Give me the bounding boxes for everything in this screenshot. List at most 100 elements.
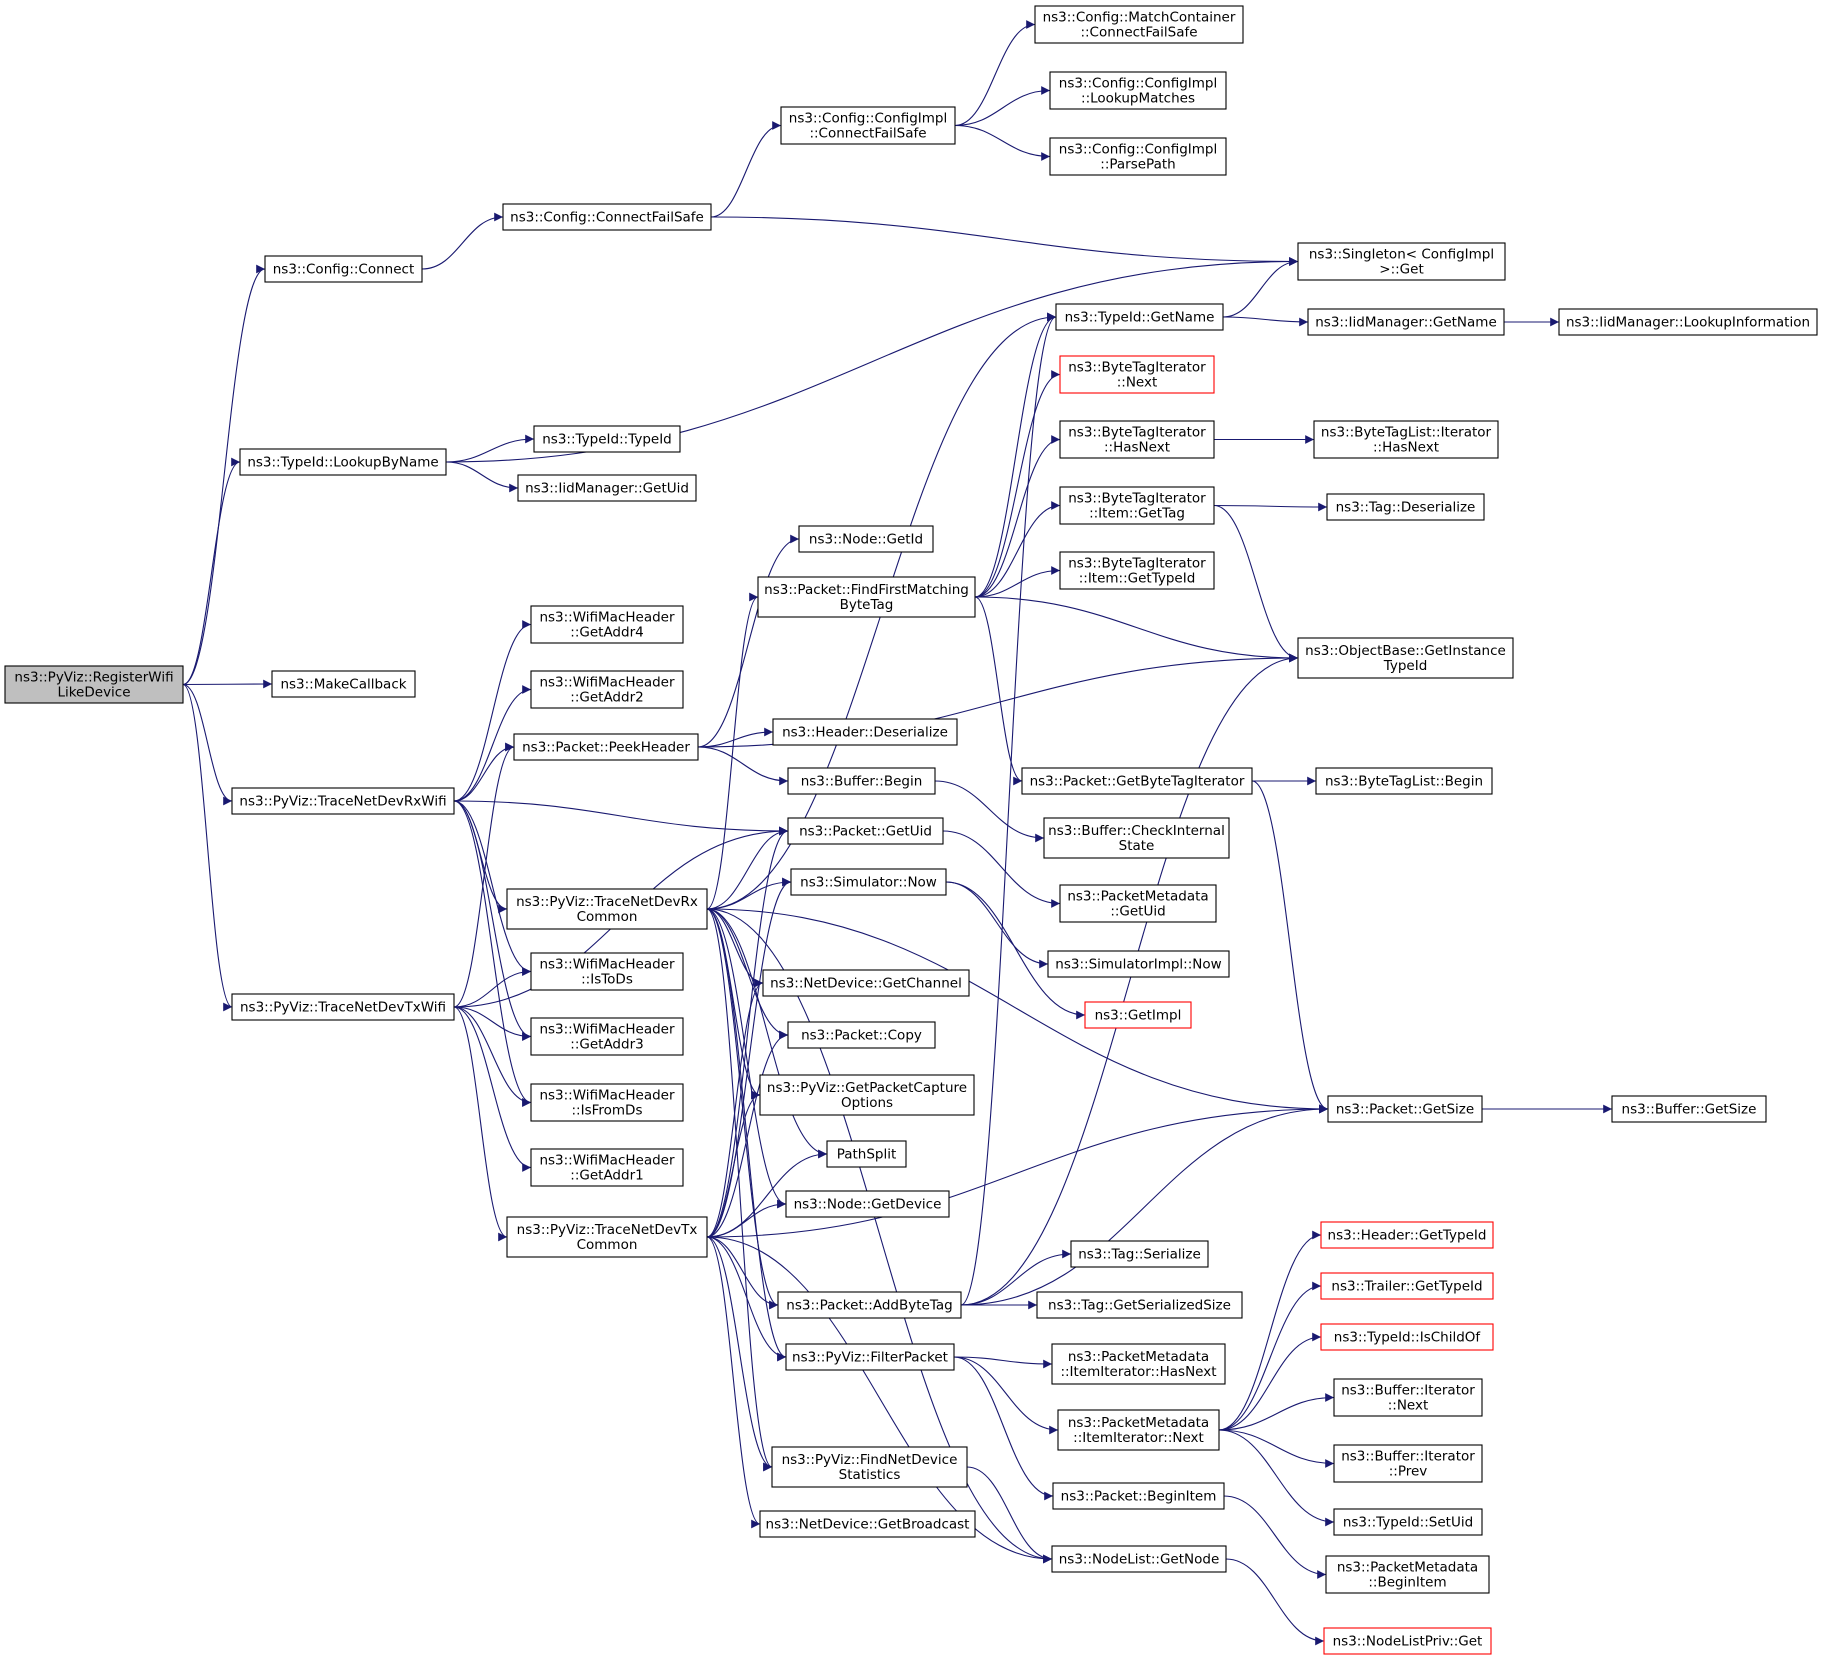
node-bti_item_gettypeid[interactable]: ns3::ByteTagIterator::Item::GetTypeId xyxy=(1059,551,1215,590)
node-getbytetagiterator[interactable]: ns3::Packet::GetByteTagIterator xyxy=(1021,767,1253,795)
node-packet_copy[interactable]: ns3::Packet::Copy xyxy=(787,1021,936,1049)
node-label: ns3::Buffer::Iterator xyxy=(1341,1383,1475,1399)
node-lookupmatches[interactable]: ns3::Config::ConfigImpl::LookupMatches xyxy=(1049,71,1227,110)
edge-rxcommon-to-packet_copy xyxy=(706,908,789,1040)
node-trailer_gettypeid[interactable]: ns3::Trailer::GetTypeId xyxy=(1320,1272,1494,1300)
node-lookupbyname[interactable]: ns3::TypeId::LookupByName xyxy=(239,448,447,476)
edge-rxwifi-to-wmh_getaddr2 xyxy=(453,685,532,802)
node-node_getid[interactable]: ns3::Node::GetId xyxy=(798,525,934,553)
node-nodelist_getnode[interactable]: ns3::NodeList::GetNode xyxy=(1051,1545,1227,1573)
node-getimpl[interactable]: ns3::GetImpl xyxy=(1084,1001,1192,1029)
node-rxwifi[interactable]: ns3::PyViz::TraceNetDevRxWifi xyxy=(231,787,455,815)
node-btl_begin[interactable]: ns3::ByteTagList::Begin xyxy=(1315,767,1493,795)
node-wmh_getaddr1[interactable]: ns3::WifiMacHeader::GetAddr1 xyxy=(530,1148,684,1187)
edge-ffmbt-to-bti_item_gettypeid xyxy=(974,566,1061,598)
node-buf_it_prev[interactable]: ns3::Buffer::Iterator::Prev xyxy=(1333,1444,1483,1483)
node-pathsplit[interactable]: PathSplit xyxy=(826,1140,907,1168)
node-singleton[interactable]: ns3::Singleton< ConfigImpl>::Get xyxy=(1297,242,1506,281)
node-tag_deserialize[interactable]: ns3::Tag::Deserialize xyxy=(1326,493,1485,521)
node-label: ns3::Tag::Deserialize xyxy=(1336,500,1476,516)
node-label: State xyxy=(1119,838,1155,854)
node-iid_getuid[interactable]: ns3::IidManager::GetUid xyxy=(517,474,697,502)
node-mc_cfs[interactable]: ns3::Config::MatchContainer::ConnectFail… xyxy=(1034,5,1244,44)
node-peekheader[interactable]: ns3::Packet::PeekHeader xyxy=(513,733,699,761)
node-box xyxy=(517,474,697,502)
node-tag_getserializedsize[interactable]: ns3::Tag::GetSerializedSize xyxy=(1036,1291,1243,1319)
node-pm_ii_next[interactable]: ns3::PacketMetadata::ItemIterator::Next xyxy=(1057,1409,1220,1451)
node-node_getdevice[interactable]: ns3::Node::GetDevice xyxy=(785,1190,950,1218)
node-box xyxy=(787,1021,936,1049)
node-label: ::IsToDs xyxy=(581,972,633,988)
node-box xyxy=(1297,242,1506,281)
node-box xyxy=(1315,767,1493,795)
node-header_gettypeid[interactable]: ns3::Header::GetTypeId xyxy=(1320,1221,1494,1249)
node-iid_getname[interactable]: ns3::IidManager::GetName xyxy=(1307,308,1505,336)
node-pm_beginitem[interactable]: ns3::PacketMetadata::BeginItem xyxy=(1325,1555,1490,1594)
node-label: ::ParsePath xyxy=(1100,157,1175,173)
node-bti_hasnext[interactable]: ns3::ByteTagIterator::HasNext xyxy=(1059,420,1215,459)
node-bti_item_gettag[interactable]: ns3::ByteTagIterator::Item::GetTag xyxy=(1059,486,1215,525)
node-packet_beginitem[interactable]: ns3::Packet::BeginItem xyxy=(1052,1482,1225,1510)
node-parsepath[interactable]: ns3::Config::ConfigImpl::ParsePath xyxy=(1049,137,1227,176)
node-wmh_getaddr3[interactable]: ns3::WifiMacHeader::GetAddr3 xyxy=(530,1017,684,1056)
node-box xyxy=(1333,1378,1483,1417)
edge-rxcommon-to-packet_getsize xyxy=(706,908,1329,1114)
node-header_deserialize[interactable]: ns3::Header::Deserialize xyxy=(772,718,958,746)
node-ci_cfs[interactable]: ns3::Config::ConfigImpl::ConnectFailSafe xyxy=(780,106,956,145)
node-typeid_setuid[interactable]: ns3::TypeId::SetUid xyxy=(1333,1508,1483,1536)
node-pm_ii_hasnext[interactable]: ns3::PacketMetadata::ItemIterator::HasNe… xyxy=(1051,1343,1226,1385)
node-iid_lookupinfo[interactable]: ns3::IidManager::LookupInformation xyxy=(1558,308,1818,336)
node-nd_getbroadcast[interactable]: ns3::NetDevice::GetBroadcast xyxy=(759,1510,976,1538)
node-filterpacket[interactable]: ns3::PyViz::FilterPacket xyxy=(785,1343,955,1371)
node-wmh_getaddr4[interactable]: ns3::WifiMacHeader::GetAddr4 xyxy=(530,605,684,644)
node-wmh_getaddr2[interactable]: ns3::WifiMacHeader::GetAddr2 xyxy=(530,670,684,709)
node-tag_serialize[interactable]: ns3::Tag::Serialize xyxy=(1070,1240,1209,1268)
node-packet_getsize[interactable]: ns3::Packet::GetSize xyxy=(1327,1095,1483,1123)
node-btl_it_hasnext[interactable]: ns3::ByteTagList::Iterator::HasNext xyxy=(1313,420,1499,459)
node-bti_next[interactable]: ns3::ByteTagIterator::Next xyxy=(1059,355,1215,394)
node-cfs[interactable]: ns3::Config::ConnectFailSafe xyxy=(502,203,712,231)
node-label: ns3::Buffer::Begin xyxy=(801,774,923,790)
node-box xyxy=(1611,1095,1767,1123)
node-label: ns3::TypeId::GetName xyxy=(1065,310,1215,326)
node-typeid_ischildof[interactable]: ns3::TypeId::IsChildOf xyxy=(1320,1323,1494,1351)
node-txwifi[interactable]: ns3::PyViz::TraceNetDevTxWifi xyxy=(231,993,455,1021)
node-packet_getuid[interactable]: ns3::Packet::GetUid xyxy=(787,817,944,845)
edge-txcommon-to-node_getdevice xyxy=(706,1199,787,1238)
edge-ci_cfs-to-parsepath xyxy=(954,124,1051,161)
node-label: ns3::PyViz::TraceNetDevTx xyxy=(517,1222,698,1238)
node-connect[interactable]: ns3::Config::Connect xyxy=(264,255,423,283)
node-typeid_typeid[interactable]: ns3::TypeId::TypeId xyxy=(533,425,681,453)
node-pm_getuid[interactable]: ns3::PacketMetadata::GetUid xyxy=(1059,884,1217,923)
node-simimpl_now[interactable]: ns3::SimulatorImpl::Now xyxy=(1047,950,1230,978)
edge-ffmbt-to-bti_next xyxy=(974,370,1061,598)
node-wmh_istods[interactable]: ns3::WifiMacHeader::IsToDs xyxy=(530,952,684,991)
node-makecallback[interactable]: ns3::MakeCallback xyxy=(271,670,416,698)
edge-getbytetagiterator-to-packet_getsize xyxy=(1251,780,1329,1114)
node-buffer_begin[interactable]: ns3::Buffer::Begin xyxy=(787,767,936,795)
node-addbytetag[interactable]: ns3::Packet::AddByteTag xyxy=(777,1291,962,1319)
node-buffer_getsize[interactable]: ns3::Buffer::GetSize xyxy=(1611,1095,1767,1123)
edge-txwifi-to-wmh_isfromds xyxy=(453,1006,532,1107)
node-label: ns3::TypeId::LookupByName xyxy=(247,455,438,471)
node-sim_now[interactable]: ns3::Simulator::Now xyxy=(790,868,947,896)
node-wmh_isfromds[interactable]: ns3::WifiMacHeader::IsFromDs xyxy=(530,1083,684,1122)
node-box xyxy=(530,605,684,644)
node-nlp_get[interactable]: ns3::NodeListPriv::Get xyxy=(1323,1627,1492,1655)
node-box xyxy=(780,106,956,145)
node-nd_getchannel[interactable]: ns3::NetDevice::GetChannel xyxy=(762,969,970,997)
node-label: ::GetAddr1 xyxy=(570,1168,643,1184)
edge-findnetdevstats-to-nodelist_getnode xyxy=(966,1466,1053,1564)
node-typeid_getname[interactable]: ns3::TypeId::GetName xyxy=(1055,303,1224,331)
node-label: ns3::Packet::Copy xyxy=(801,1028,922,1044)
node-label: ns3::PacketMetadata xyxy=(1068,1415,1209,1431)
node-buf_it_next[interactable]: ns3::Buffer::Iterator::Next xyxy=(1333,1378,1483,1417)
